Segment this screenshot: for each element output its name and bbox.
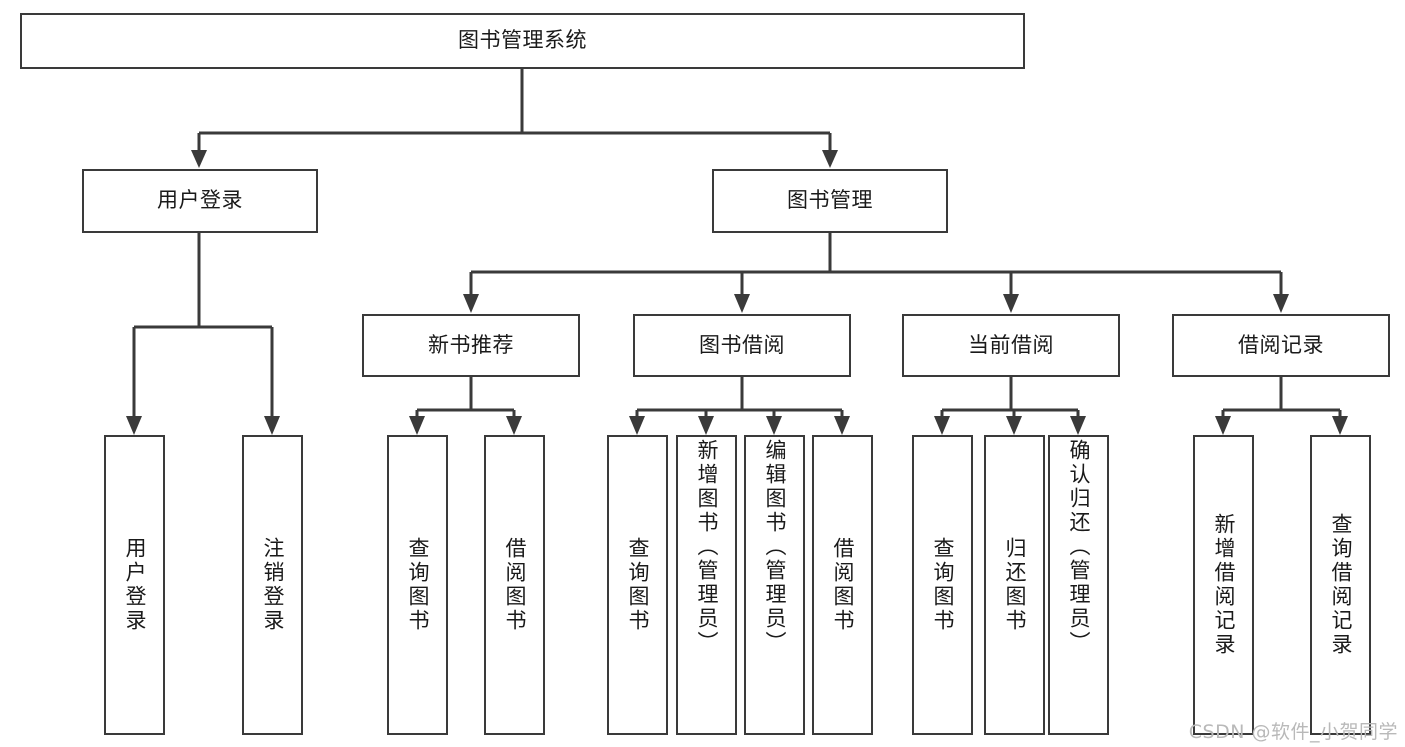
- leaf-query-book-2[interactable]: 查询图书: [607, 435, 668, 735]
- arrowhead-leaf-query-book-1: [409, 416, 425, 435]
- leaf-user-login-label: 用户登录: [123, 537, 147, 633]
- arrowhead-current-borrow: [1003, 294, 1019, 313]
- leaf-query-book-3-label: 查询图书: [931, 537, 955, 633]
- leaf-borrow-book-1[interactable]: 借阅图书: [484, 435, 545, 735]
- node-book-management[interactable]: 图书管理: [712, 169, 948, 233]
- arrowhead-leaf-add-borrow-record: [1215, 416, 1231, 435]
- node-new-book-recommend[interactable]: 新书推荐: [362, 314, 580, 377]
- leaf-add-book-admin-label: 新增图书（管理员）: [695, 439, 719, 655]
- arrowhead-new-book-recommend: [463, 294, 479, 313]
- leaf-query-borrow-record-label: 查询借阅记录: [1329, 513, 1353, 657]
- node-new-book-recommend-label: 新书推荐: [428, 332, 514, 357]
- node-current-borrow[interactable]: 当前借阅: [902, 314, 1120, 377]
- node-borrow-record-label: 借阅记录: [1238, 332, 1324, 357]
- leaf-edit-book-admin-label: 编辑图书（管理员）: [763, 439, 787, 655]
- leaf-query-book-3[interactable]: 查询图书: [912, 435, 973, 735]
- arrowhead-book-borrow: [734, 294, 750, 313]
- node-user-login[interactable]: 用户登录: [82, 169, 318, 233]
- leaf-logout[interactable]: 注销登录: [242, 435, 303, 735]
- leaf-return-book[interactable]: 归还图书: [984, 435, 1045, 735]
- arrowhead-leaf-add-book-admin: [698, 416, 714, 435]
- leaf-logout-label: 注销登录: [261, 537, 285, 633]
- node-root-label: 图书管理系统: [458, 28, 587, 53]
- arrowhead-leaf-edit-book-admin: [766, 416, 782, 435]
- leaf-borrow-book-1-label: 借阅图书: [503, 537, 527, 633]
- leaf-confirm-return-admin-label: 确认归还（管理员）: [1067, 439, 1091, 655]
- node-book-management-label: 图书管理: [787, 188, 873, 213]
- node-current-borrow-label: 当前借阅: [968, 332, 1054, 357]
- leaf-confirm-return-admin[interactable]: 确认归还（管理员）: [1048, 435, 1109, 735]
- leaf-query-book-1-label: 查询图书: [406, 537, 430, 633]
- leaf-return-book-label: 归还图书: [1003, 537, 1027, 633]
- arrowhead-leaf-query-book-2: [629, 416, 645, 435]
- arrowhead-leaf-borrow-book-2: [834, 416, 850, 435]
- node-user-login-label: 用户登录: [157, 188, 243, 213]
- leaf-user-login[interactable]: 用户登录: [104, 435, 165, 735]
- arrowhead-leaf-query-book-3: [934, 416, 950, 435]
- leaf-query-borrow-record[interactable]: 查询借阅记录: [1310, 435, 1371, 735]
- node-borrow-record[interactable]: 借阅记录: [1172, 314, 1390, 377]
- arrowhead-leaf-logout: [264, 416, 280, 435]
- arrowhead-leaf-confirm-return-admin: [1070, 416, 1086, 435]
- node-root[interactable]: 图书管理系统: [20, 13, 1025, 69]
- leaf-borrow-book-2-label: 借阅图书: [831, 537, 855, 633]
- node-book-borrow-label: 图书借阅: [699, 332, 785, 357]
- arrowhead-leaf-query-borrow-record: [1332, 416, 1348, 435]
- leaf-query-book-2-label: 查询图书: [626, 537, 650, 633]
- leaf-edit-book-admin[interactable]: 编辑图书（管理员）: [744, 435, 805, 735]
- arrowhead-borrow-record: [1273, 294, 1289, 313]
- leaf-borrow-book-2[interactable]: 借阅图书: [812, 435, 873, 735]
- arrowhead-leaf-user-login: [126, 416, 142, 435]
- arrowhead-leaf-return-book: [1006, 416, 1022, 435]
- leaf-add-borrow-record-label: 新增借阅记录: [1212, 513, 1236, 657]
- arrowhead-leaf-borrow-book-1: [506, 416, 522, 435]
- leaf-add-book-admin[interactable]: 新增图书（管理员）: [676, 435, 737, 735]
- node-book-borrow[interactable]: 图书借阅: [633, 314, 851, 377]
- arrowhead-user-login: [191, 150, 207, 168]
- arrowhead-book-management: [822, 150, 838, 168]
- leaf-query-book-1[interactable]: 查询图书: [387, 435, 448, 735]
- leaf-add-borrow-record[interactable]: 新增借阅记录: [1193, 435, 1254, 735]
